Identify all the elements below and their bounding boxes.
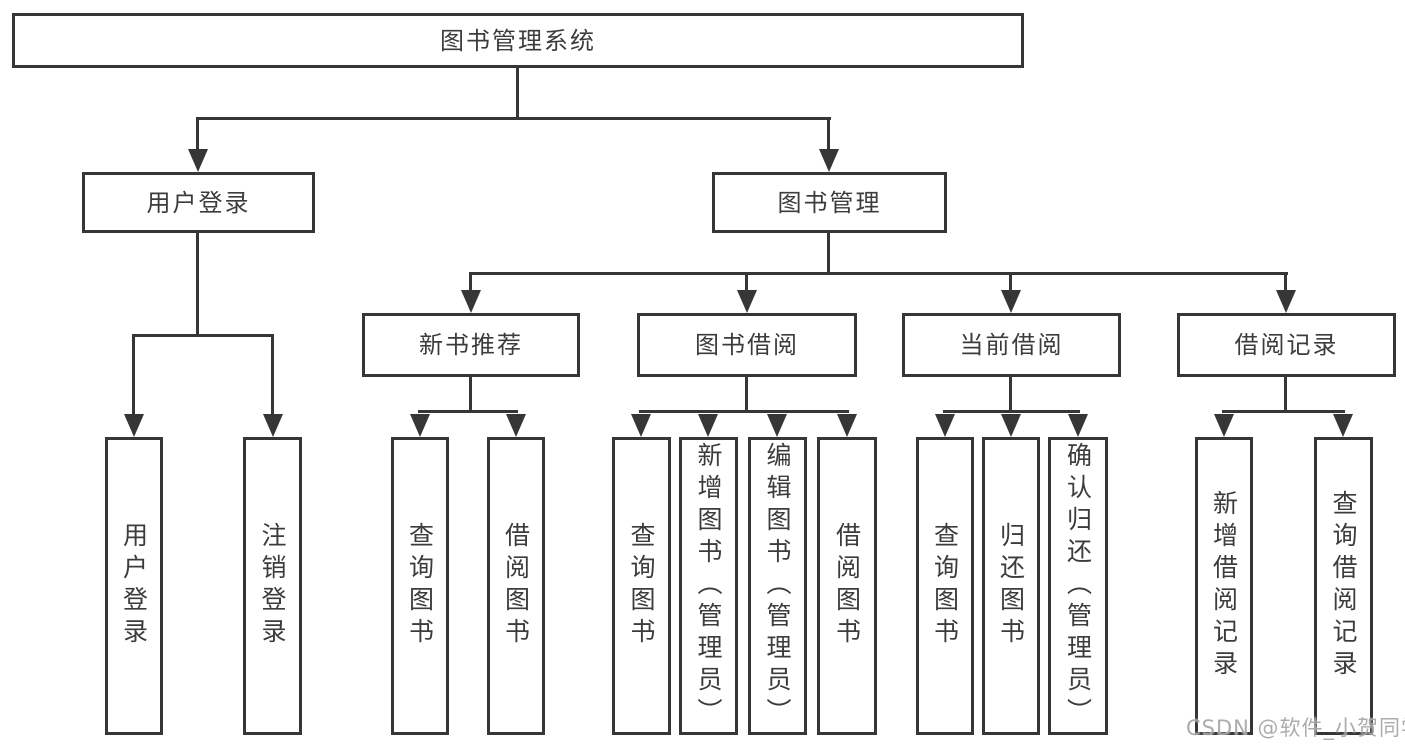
arrow-down-icon (819, 149, 839, 172)
arrow-down-icon (631, 414, 651, 437)
leaf-cb-return-books-label: 归还图书 (996, 522, 1026, 650)
node-book-management: 图书管理 (712, 172, 947, 233)
node-root-label: 图书管理系统 (440, 26, 596, 55)
leaf-cb-query-books-label: 查询图书 (930, 522, 960, 650)
leaf-user-login-label: 用户登录 (119, 522, 149, 650)
connector-line (745, 272, 748, 294)
node-current-borrowing-label: 当前借阅 (959, 331, 1064, 359)
node-new-book-recommend: 新书推荐 (362, 313, 580, 377)
connector-line (132, 334, 274, 337)
leaf-cb-query-books: 查询图书 (916, 437, 974, 735)
connector-line (469, 272, 1288, 275)
arrow-down-icon (737, 290, 757, 313)
leaf-nb-borrow-books-label: 借阅图书 (501, 522, 531, 650)
leaf-logout-label: 注销登录 (258, 522, 287, 650)
node-borrowing-records-label: 借阅记录 (1234, 331, 1339, 359)
connector-line (196, 117, 199, 152)
leaf-nb-borrow-books: 借阅图书 (487, 437, 545, 735)
arrow-down-icon (506, 414, 526, 437)
connector-line (827, 233, 830, 275)
leaf-bb-query-books-label: 查询图书 (627, 522, 656, 650)
arrow-down-icon (1214, 414, 1234, 437)
node-user-login: 用户登录 (82, 172, 315, 233)
leaf-cb-confirm-return-admin: 确认归还（管理员） (1048, 437, 1108, 735)
connector-line (1284, 377, 1287, 413)
arrow-down-icon (263, 414, 283, 437)
arrow-down-icon (767, 414, 787, 437)
arrow-down-icon (461, 290, 481, 313)
arrow-down-icon (1001, 290, 1021, 313)
connector-line (1009, 272, 1012, 294)
connector-line (196, 233, 199, 337)
arrow-down-icon (837, 414, 857, 437)
leaf-bb-add-books-admin: 新增图书（管理员） (679, 437, 738, 735)
leaf-nb-query-books: 查询图书 (391, 437, 449, 735)
node-book-borrowing: 图书借阅 (637, 313, 857, 377)
connector-line (1009, 377, 1012, 413)
arrow-down-icon (188, 149, 208, 172)
node-current-borrowing: 当前借阅 (902, 313, 1121, 377)
leaf-br-add-record: 新增借阅记录 (1195, 437, 1253, 735)
node-book-borrowing-label: 图书借阅 (695, 331, 799, 359)
arrow-down-icon (124, 414, 144, 437)
node-user-login-label: 用户登录 (146, 188, 251, 217)
connector-line (745, 377, 748, 413)
connector-line (1284, 272, 1287, 294)
arrow-down-icon (1068, 414, 1088, 437)
connector-line (469, 377, 472, 413)
node-borrowing-records: 借阅记录 (1177, 313, 1396, 377)
connector-line (827, 117, 830, 152)
arrow-down-icon (698, 414, 718, 437)
leaf-bb-query-books: 查询图书 (612, 437, 671, 735)
watermark: CSDN @软件_小贺同学 (1186, 716, 1405, 740)
connector-line (469, 272, 472, 294)
leaf-bb-edit-books-admin: 编辑图书（管理员） (748, 437, 807, 735)
leaf-logout: 注销登录 (243, 437, 302, 735)
leaf-br-query-record-label: 查询借阅记录 (1329, 490, 1358, 682)
arrow-down-icon (1001, 414, 1021, 437)
leaf-bb-add-books-admin-label: 新增图书（管理员） (694, 442, 723, 730)
leaf-bb-edit-books-admin-label: 编辑图书（管理员） (763, 442, 792, 730)
leaf-br-query-record: 查询借阅记录 (1314, 437, 1373, 735)
connector-line (943, 410, 1080, 413)
leaf-cb-confirm-return-admin-label: 确认归还（管理员） (1063, 442, 1093, 730)
connector-line (132, 334, 135, 417)
node-new-book-recommend-label: 新书推荐 (419, 331, 523, 359)
arrow-down-icon (1333, 414, 1353, 437)
connector-line (418, 410, 518, 413)
node-root: 图书管理系统 (12, 13, 1024, 68)
leaf-bb-borrow-books: 借阅图书 (817, 437, 877, 735)
leaf-nb-query-books-label: 查询图书 (405, 522, 435, 650)
arrow-down-icon (410, 414, 430, 437)
node-book-management-label: 图书管理 (777, 188, 882, 217)
connector-line (271, 334, 274, 417)
leaf-br-add-record-label: 新增借阅记录 (1209, 490, 1239, 682)
connector-line (196, 117, 831, 120)
arrow-down-icon (935, 414, 955, 437)
leaf-user-login: 用户登录 (105, 437, 163, 735)
connector-line (1222, 410, 1345, 413)
connector-line (516, 68, 519, 118)
leaf-cb-return-books: 归还图书 (982, 437, 1040, 735)
connector-line (639, 410, 849, 413)
arrow-down-icon (1276, 290, 1296, 313)
leaf-bb-borrow-books-label: 借阅图书 (832, 522, 862, 650)
